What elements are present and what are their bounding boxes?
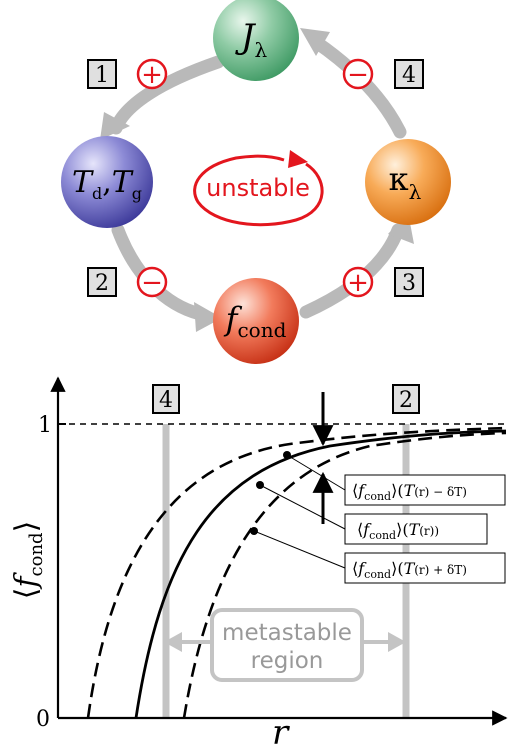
unstable-loop: unstable (193, 150, 324, 227)
arrowhead-4 (300, 28, 330, 56)
sphere-kappa (365, 139, 451, 225)
metastable-region: metastable region (164, 608, 406, 682)
step-4-box (394, 59, 424, 89)
legend-lower-box (344, 552, 506, 584)
legend-upper-box (344, 474, 506, 506)
metastable-box (210, 608, 364, 682)
leader-lower (253, 530, 346, 569)
y-axis-label: ⟨fcond⟩ (9, 521, 47, 600)
metastable-line2: region (251, 648, 324, 674)
node-f-label: fcond (224, 300, 287, 342)
step-1-number: 1 (95, 63, 109, 88)
arrowhead-1 (100, 112, 130, 140)
band-left-label: 4 (159, 388, 173, 413)
step-1-sign-circle (136, 58, 168, 90)
arc-1 (109, 55, 225, 135)
step-1-box (87, 59, 117, 89)
step-3-sign: + (347, 268, 369, 298)
sphere-j (213, 0, 299, 81)
legend-middle: ⟨fcond⟩(T(r)) (344, 513, 488, 545)
step-1-sign: + (141, 60, 163, 90)
legend-middle-box (344, 513, 488, 545)
legend-lower: ⟨fcond⟩(T(r) + δT) (344, 552, 506, 584)
curve-lower-dashed (182, 431, 507, 719)
step-3-sign-circle (342, 266, 374, 298)
step-3-number: 3 (402, 271, 416, 296)
unstable-loop-arrowhead (288, 150, 308, 168)
step-2: 2 − (87, 266, 168, 298)
step-4-sign-circle (342, 58, 374, 90)
leader-middle (259, 484, 346, 530)
step-2-box (87, 267, 117, 297)
step-4: − 4 (342, 58, 424, 90)
band-left-box (152, 384, 180, 414)
step-2-number: 2 (95, 271, 109, 296)
band-right-label: 2 (399, 388, 413, 413)
tick-one-label: 1 (38, 413, 52, 438)
legend-middle-text: ⟨fcond⟩(T(r)) (357, 520, 439, 542)
step-2-sign: − (141, 268, 163, 298)
x-axis-label: r (272, 713, 290, 746)
cycle-diagram: Jλ Td,Tg κλ fcond 1 + − 4 2 − (61, 0, 451, 364)
unstable-label: unstable (206, 174, 310, 202)
step-1: 1 + (87, 58, 168, 90)
band-right-box (392, 384, 420, 414)
node-t-label: Td,Tg (72, 165, 142, 203)
node-j-label: Jλ (235, 17, 268, 62)
metastable-arrowhead-left (164, 632, 182, 652)
legend-lower-text: ⟨fcond⟩(T(r) + δT) (352, 559, 467, 581)
legend-upper-text: ⟨fcond⟩(T(r) − δT) (352, 481, 467, 503)
step-3-box (394, 267, 424, 297)
node-kappa-label: κλ (389, 160, 422, 204)
metastable-arrowhead-right (388, 632, 406, 652)
step-2-sign-circle (136, 266, 168, 298)
legend-upper: ⟨fcond⟩(T(r) − δT) (344, 474, 506, 506)
unstable-loop-arrow (193, 154, 324, 227)
sphere-f (213, 278, 299, 364)
curve-middle-solid (134, 429, 507, 719)
curve-upper-dashed (86, 426, 507, 719)
sphere-t (61, 136, 153, 228)
plot: 4 2 metastable region (9, 376, 508, 746)
step-4-number: 4 (402, 63, 416, 88)
step-4-sign: − (347, 60, 369, 90)
tick-zero-label: 0 (36, 707, 50, 732)
step-3: + 3 (342, 266, 424, 298)
arrowhead-2 (194, 302, 222, 332)
leader-upper (286, 454, 346, 491)
metastable-line1: metastable (222, 620, 352, 646)
